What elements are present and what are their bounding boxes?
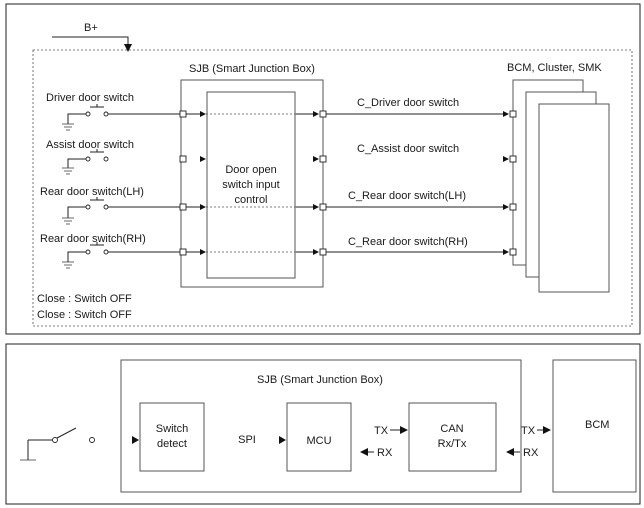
top-panel-frame [5,3,641,335]
arrow-right-icon [132,436,139,444]
b-plus-label: B+ [84,22,98,34]
bcm-title: BCM, Cluster, SMK [507,62,602,74]
b-plus-feed: B+ [52,22,132,52]
signal-label: C_Assist door switch [357,143,459,155]
input-switch-icon [20,427,95,461]
bcm-label-bottom: BCM [585,419,609,431]
arrow-right-icon [279,436,286,444]
switch-row-assist: Assist door switch C_Assist door switch [46,139,517,175]
bcm-box-bottom [552,359,637,493]
control-label-line-2: switch input [222,179,279,191]
can-label-line-1: CAN [440,423,463,435]
switch-row-driver: Driver door switch C_Driver door switch [46,92,517,131]
sjb-title-bottom: SJB (Smart Junction Box) [257,374,383,386]
switch-detect-line-2: detect [157,438,187,450]
control-label-line-3: control [234,194,267,206]
arrow-left-icon [506,448,514,456]
switch-label: Driver door switch [46,92,134,104]
tx-label: TX [521,425,536,437]
control-label-line-1: Door open [225,164,276,176]
tx-label: TX [374,425,389,437]
rx-label: RX [377,447,393,459]
arrow-right-icon [400,426,408,434]
switch-detect-line-1: Switch [156,423,188,435]
door-open-control-box [206,91,296,279]
note-line-2: Close : Switch OFF [37,309,132,321]
top-panel: B+ SJB (Smart Junction Box) Door open sw… [5,3,641,335]
switch-label: Rear door switch(RH) [40,233,146,245]
switch-label: Assist door switch [46,139,134,151]
switch-row-rear-lh: Rear door switch(LH) C_Rear door switch(… [40,186,517,225]
can-label-line-2: Rx/Tx [438,438,467,450]
signal-label: C_Rear door switch(LH) [348,190,466,202]
signal-label: C_Driver door switch [357,97,459,109]
arrow-left-icon [360,448,368,456]
switch-row-rear-rh: Rear door switch(RH) C_Rear door switch(… [40,233,517,269]
switch-label: Rear door switch(LH) [40,186,144,198]
can-box [408,402,497,472]
arrow-down-icon [124,44,132,52]
bottom-panel: SJB (Smart Junction Box) Switch detect S… [5,343,641,505]
spi-label: SPI [238,434,256,446]
mcu-label: MCU [306,435,331,447]
mcu-box [286,402,352,472]
switch-detect-box [139,402,205,472]
sjb-title: SJB (Smart Junction Box) [189,63,315,75]
note-line-1: Close : Switch OFF [37,293,132,305]
signal-label: C_Rear door switch(RH) [348,236,468,248]
rx-label: RX [523,447,539,459]
top-dashed-boundary [32,49,633,327]
arrow-right-icon [543,426,551,434]
bottom-panel-frame [5,343,641,505]
bcm-box-front [538,103,610,293]
